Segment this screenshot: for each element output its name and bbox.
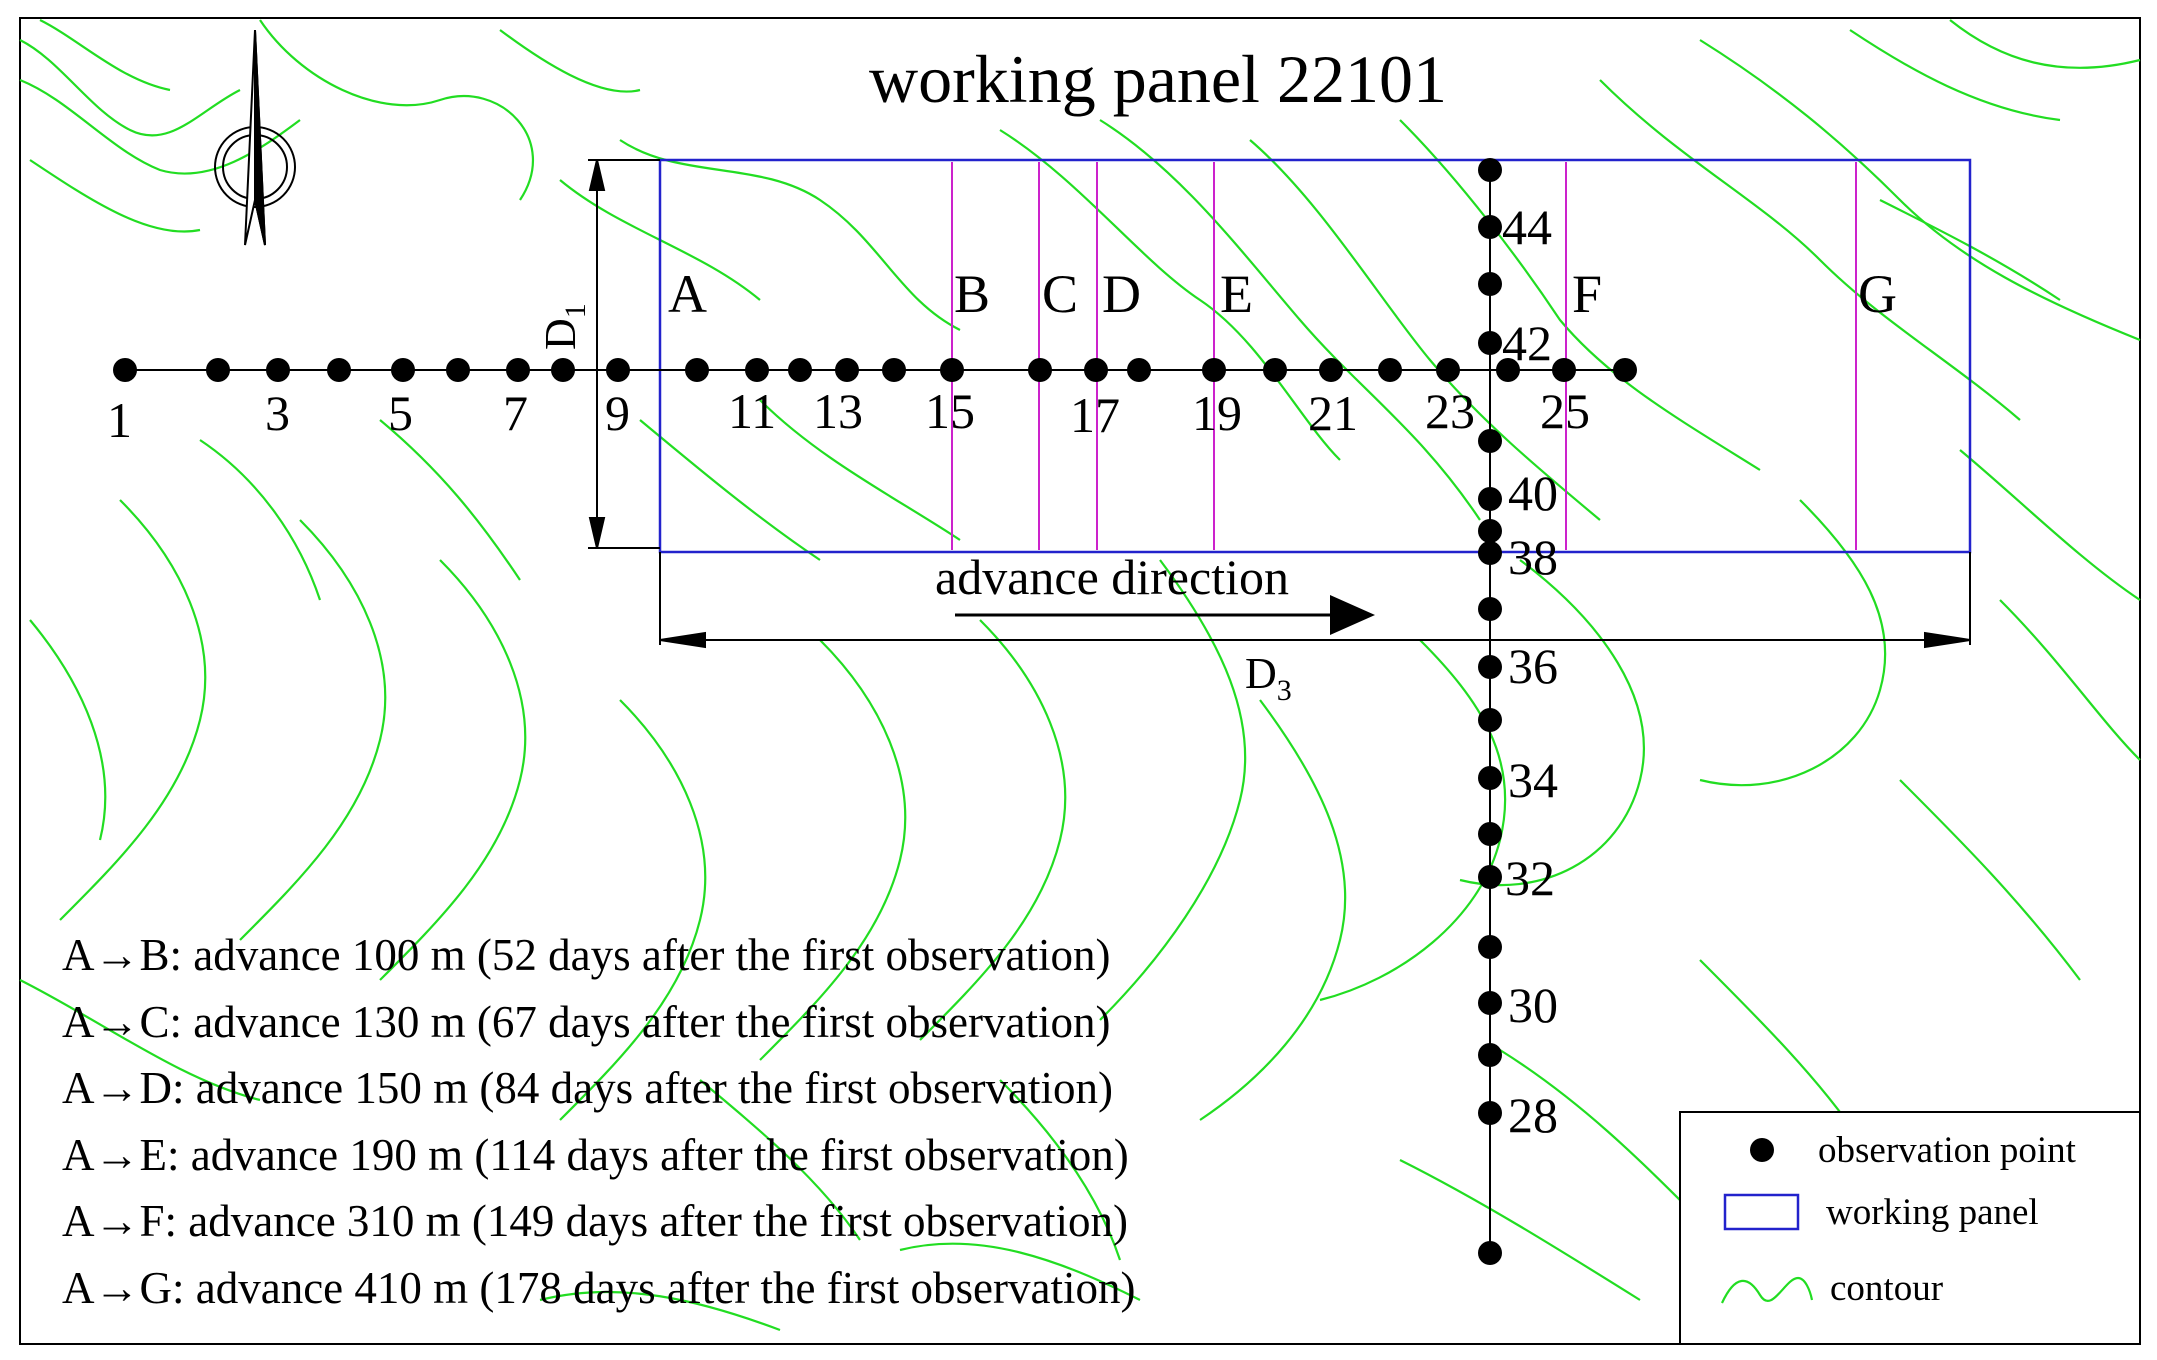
- panel-line-label: D: [1102, 264, 1141, 324]
- strike-point-label: 25: [1540, 383, 1590, 439]
- advance-note: A→E: advance 190 m (114 days after the f…: [62, 1130, 1129, 1180]
- legend-observation-point-label: observation point: [1818, 1130, 2077, 1171]
- advance-note: A→F: advance 310 m (149 days after the f…: [62, 1196, 1128, 1246]
- d3-label: D3: [1245, 649, 1292, 707]
- panel-line-label: A: [668, 264, 707, 324]
- legend-observation-point-icon: [1750, 1138, 1774, 1162]
- dip-points: [1478, 158, 1502, 1265]
- dip-point-labels: 44 42 40 38 36 34 32 30 28: [1502, 199, 1558, 1143]
- strike-point-label: 23: [1425, 383, 1475, 439]
- dip-point-label: 38: [1508, 529, 1558, 585]
- panel-line-label: E: [1220, 264, 1253, 324]
- panel-line-label: F: [1572, 264, 1602, 324]
- legend-contour-label: contour: [1830, 1268, 1943, 1309]
- advance-notes: A→B: advance 100 m (52 days after the fi…: [62, 930, 1135, 1313]
- dip-point-label: 40: [1508, 465, 1558, 521]
- d3-dimension: [659, 552, 1971, 649]
- d3-sub: 3: [1277, 674, 1292, 707]
- map-title: working panel 22101: [869, 41, 1447, 117]
- d3-main: D: [1245, 649, 1277, 698]
- panel-letters: A B C D E F G: [668, 264, 1897, 324]
- panel-line-label: B: [954, 264, 990, 324]
- d1-sub: 1: [559, 303, 592, 318]
- svg-text:D1: D1: [536, 303, 592, 350]
- north-arrow-icon: [214, 29, 296, 246]
- strike-point-label: 21: [1308, 385, 1358, 441]
- strike-point-label: 11: [728, 383, 776, 439]
- dip-point-label: 28: [1508, 1087, 1558, 1143]
- advance-note: A→C: advance 130 m (67 days after the fi…: [62, 997, 1110, 1047]
- strike-points: [113, 358, 1637, 382]
- strike-point-label: 9: [605, 385, 630, 441]
- advance-note: A→B: advance 100 m (52 days after the fi…: [62, 930, 1110, 980]
- advance-lines: [951, 162, 1857, 550]
- advance-note: A→G: advance 410 m (178 days after the f…: [62, 1263, 1135, 1313]
- panel-line-label: C: [1042, 264, 1078, 324]
- dip-point-label: 34: [1508, 752, 1558, 808]
- contour-lines: [19, 19, 2141, 1332]
- dip-point-label: 36: [1508, 638, 1558, 694]
- d1-main: D: [536, 318, 585, 350]
- strike-point-labels: 1 3 5 7 9 11 13 15 17 19 21 23 25: [107, 383, 1590, 448]
- dip-point-label: 32: [1505, 850, 1555, 906]
- map-frame: [19, 17, 2141, 1345]
- strike-point-label: 7: [503, 385, 528, 441]
- dip-point-label: 42: [1502, 315, 1552, 371]
- strike-point-label: 15: [925, 383, 975, 439]
- working-panel-outline: [658, 158, 1972, 554]
- legend-working-panel-label: working panel: [1826, 1192, 2039, 1233]
- strike-point-label: 13: [813, 383, 863, 439]
- strike-point-label: 5: [388, 385, 413, 441]
- legend-working-panel-icon: [1723, 1193, 1800, 1231]
- dip-point-label: 30: [1508, 977, 1558, 1033]
- advance-direction-label: advance direction: [935, 549, 1289, 605]
- d1-label: D1: [536, 303, 592, 350]
- strike-point-label: 1: [107, 392, 132, 448]
- advance-direction-arrow: [955, 595, 1375, 635]
- d1-dimension: [588, 159, 660, 549]
- advance-note: A→D: advance 150 m (84 days after the fi…: [62, 1063, 1113, 1113]
- panel-line-label: G: [1858, 264, 1897, 324]
- strike-point-label: 19: [1192, 385, 1242, 441]
- legend: observation point working panel contour: [1679, 1111, 2141, 1345]
- strike-point-label: 17: [1070, 387, 1120, 443]
- strike-point-label: 3: [265, 385, 290, 441]
- legend-contour-icon: [1721, 1276, 1814, 1304]
- dip-point-label: 44: [1502, 199, 1552, 255]
